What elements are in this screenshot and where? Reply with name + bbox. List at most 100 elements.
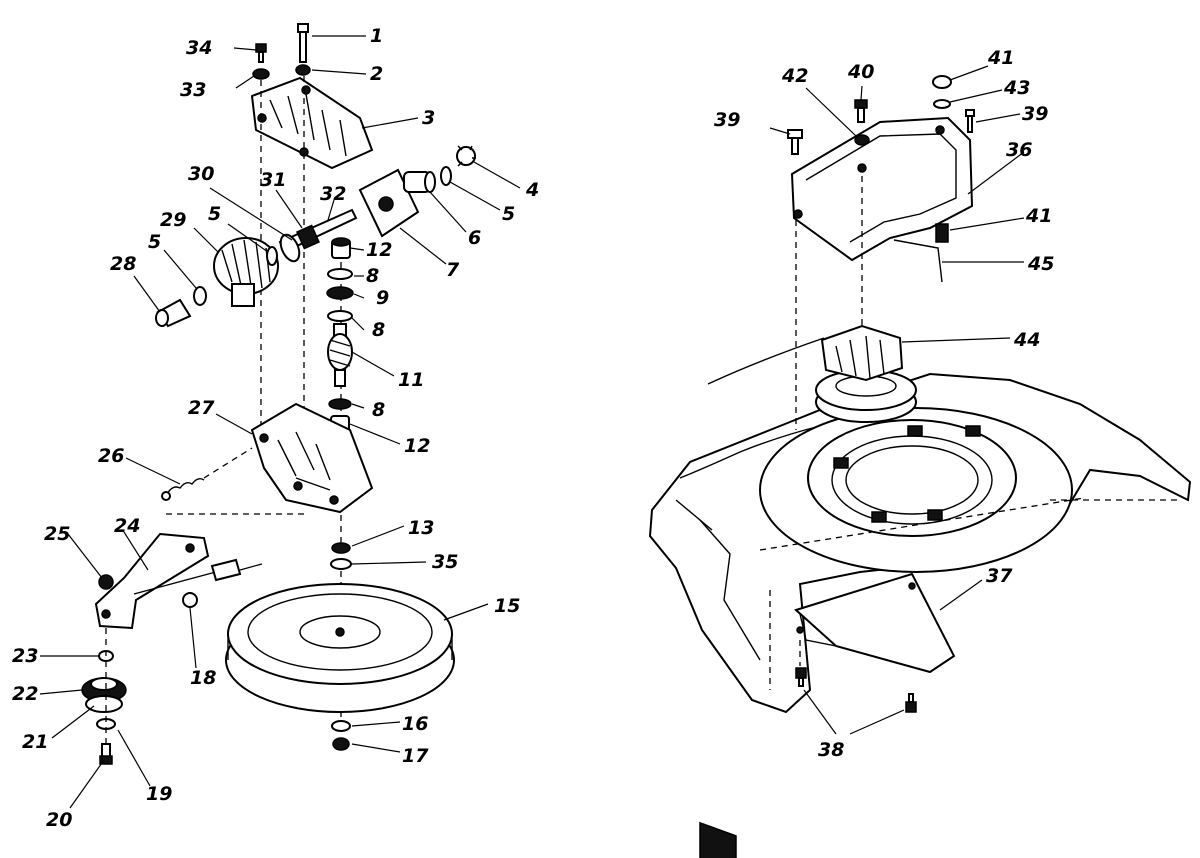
label-part-3: 3 — [422, 107, 435, 129]
part-labels: 1 2 3 4 5 5 5 6 7 8 9 8 11 8 12 12 13 15… — [12, 25, 1054, 831]
label-part-12-bottom: 12 — [404, 435, 430, 457]
washer-part-43 — [933, 99, 951, 109]
spring-part-26 — [161, 447, 253, 501]
washer-part-5-right — [440, 166, 452, 186]
label-part-30: 30 — [188, 163, 214, 185]
label-part-39-left: 39 — [714, 109, 740, 131]
label-part-36: 36 — [1006, 139, 1032, 161]
label-part-24: 24 — [114, 515, 140, 537]
label-part-40: 40 — [847, 61, 874, 83]
label-part-28: 28 — [110, 253, 136, 275]
screw-part-38-left — [795, 667, 807, 687]
label-part-2: 2 — [370, 63, 383, 85]
bushing-part-6 — [403, 171, 436, 193]
engine-pulley-part-44 — [815, 324, 917, 423]
washer-part-8-top — [327, 268, 353, 280]
mower-deck — [648, 337, 1192, 858]
label-part-41-mid: 41 — [1025, 205, 1052, 227]
label-part-45: 45 — [1027, 253, 1054, 275]
washer-part-8-mid — [327, 310, 353, 322]
gearbox-assembly — [39, 23, 521, 809]
gear-part-29 — [213, 237, 279, 307]
label-part-8-mid: 8 — [372, 319, 385, 341]
label-part-25: 25 — [44, 523, 70, 545]
washer-part-33 — [252, 68, 270, 80]
nut-part-25 — [98, 574, 114, 590]
nut-part-13 — [331, 542, 351, 554]
nut-part-41-mid — [935, 223, 949, 243]
label-part-11: 11 — [398, 369, 424, 391]
label-part-23: 23 — [12, 645, 38, 667]
label-part-21: 21 — [22, 731, 48, 753]
label-part-38: 38 — [818, 739, 844, 761]
label-part-5-right: 5 — [502, 203, 515, 225]
label-part-9: 9 — [376, 287, 389, 309]
worm-gear-part-11 — [327, 323, 353, 387]
label-part-7: 7 — [446, 259, 460, 281]
label-part-5-left: 5 — [148, 231, 161, 253]
label-part-22: 22 — [12, 683, 38, 705]
label-part-39-right: 39 — [1022, 103, 1048, 125]
label-part-6: 6 — [468, 227, 481, 249]
bushing-part-28 — [155, 298, 192, 328]
label-part-27: 27 — [188, 397, 215, 419]
bearing-part-9 — [326, 286, 354, 300]
screw-part-34 — [255, 43, 267, 63]
screw-part-38-right — [905, 693, 917, 713]
label-part-8-top: 8 — [366, 265, 379, 287]
label-part-16: 16 — [402, 713, 428, 735]
label-part-41-top: 41 — [987, 47, 1014, 69]
leader-lines-right — [769, 65, 1025, 735]
label-part-33: 33 — [180, 79, 206, 101]
washer-part-8-bottom — [328, 398, 352, 410]
label-part-1: 1 — [370, 25, 383, 47]
label-part-42: 42 — [781, 65, 808, 87]
label-part-18: 18 — [190, 667, 216, 689]
washer-part-16 — [331, 720, 351, 732]
bolt-part-20 — [99, 743, 113, 765]
screw-part-40 — [854, 99, 868, 123]
washer-part-5-left — [193, 286, 207, 306]
washer-part-42 — [854, 134, 870, 146]
label-part-37: 37 — [986, 565, 1013, 587]
bushing-part-12-top — [331, 237, 351, 259]
label-part-34: 34 — [186, 37, 212, 59]
washer-part-2 — [295, 64, 311, 76]
nut-part-17 — [332, 737, 350, 751]
collar-part-31 — [296, 224, 320, 250]
deck-assembly — [648, 65, 1192, 858]
label-part-15: 15 — [494, 595, 520, 617]
label-part-35: 35 — [432, 551, 458, 573]
idler-arm-part-24 — [94, 513, 304, 630]
idler-pulley-part-22 — [81, 677, 127, 713]
label-part-44: 44 — [1013, 329, 1040, 351]
screw-part-39-right — [965, 109, 975, 133]
bolt-part-1 — [297, 23, 309, 63]
label-part-13: 13 — [408, 517, 434, 539]
chute-deflector-part-37 — [794, 572, 956, 674]
label-part-12-top: 12 — [366, 239, 392, 261]
label-part-17: 17 — [402, 745, 429, 767]
belt-cover-part-36 — [790, 116, 974, 262]
label-part-43: 43 — [1003, 77, 1030, 99]
label-part-29: 29 — [160, 209, 186, 231]
washer-part-5-mid — [266, 246, 278, 266]
nut-part-18 — [182, 592, 198, 608]
label-part-19: 19 — [146, 783, 172, 805]
drive-pulley-part-15 — [225, 583, 455, 713]
leader-lines-left — [39, 35, 521, 809]
label-part-20: 20 — [46, 809, 72, 831]
label-part-31: 31 — [260, 169, 286, 191]
washer-part-35 — [330, 558, 352, 570]
lower-housing-part-27 — [250, 402, 374, 514]
label-part-26: 26 — [98, 445, 124, 467]
upper-housing-part-3 — [250, 76, 374, 170]
sprocket-part-4 — [456, 145, 476, 167]
label-part-32: 32 — [320, 183, 346, 205]
label-part-8-bottom: 8 — [372, 399, 385, 421]
label-part-4: 4 — [525, 179, 539, 201]
nut-part-41-top — [932, 75, 952, 89]
rod-part-45 — [893, 239, 943, 283]
label-part-5-top: 5 — [208, 203, 221, 225]
